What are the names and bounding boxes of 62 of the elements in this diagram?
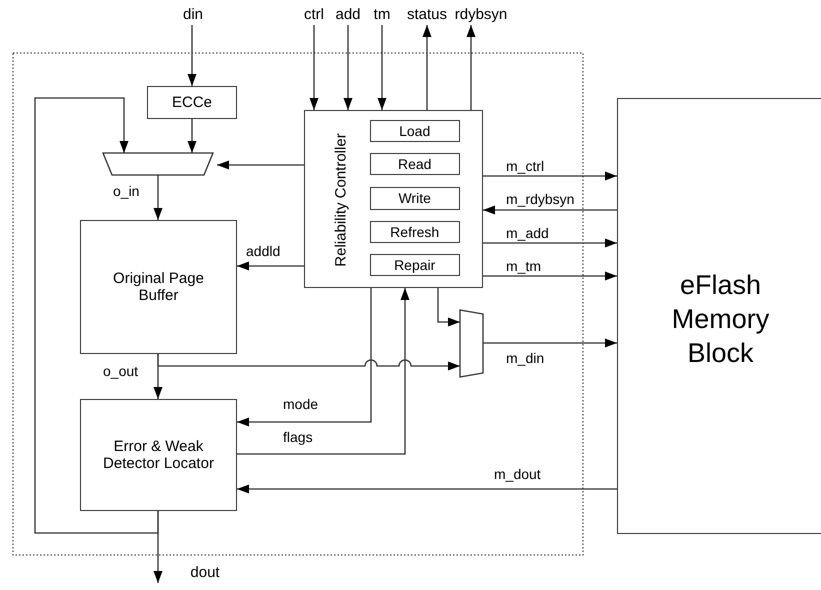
- mode-box: [370, 120, 460, 142]
- signal-arrow: [154, 175, 162, 220]
- signal-arrow: [154, 511, 162, 583]
- memory-block: [617, 98, 821, 534]
- signal-arrow: [237, 484, 617, 494]
- block-label: Error & Weak Detector Locator: [102, 438, 215, 472]
- block-box: [304, 110, 483, 288]
- block-label: Repair: [394, 256, 436, 273]
- block-box: [147, 86, 237, 119]
- edge-label: o_in: [112, 184, 140, 200]
- signal-label: ctrl: [303, 6, 325, 24]
- block-box: [80, 220, 237, 354]
- edge-label: mode: [282, 397, 320, 412]
- block-label: Refresh: [390, 224, 440, 240]
- edge-label: flags: [282, 430, 314, 446]
- signal-arrow: [188, 25, 196, 86]
- mode-box: [370, 152, 460, 175]
- block-label: ECCe: [172, 94, 212, 112]
- block-box: [80, 399, 237, 511]
- signal-arrow: [344, 25, 352, 110]
- edge-label: addld: [245, 244, 282, 260]
- signal-arrow: [483, 338, 617, 348]
- multiplexer-symbol: [460, 310, 483, 377]
- signal-arrow: [157, 354, 460, 370]
- block-label: eFlash Memory Block: [670, 269, 770, 370]
- signal-arrow: [310, 25, 318, 110]
- edge-label: m_ctrl: [505, 159, 546, 174]
- signal-arrow: [237, 288, 372, 426]
- mode-box: [370, 254, 460, 276]
- mode-box: [370, 220, 460, 243]
- block-label: Reliability Controller: [332, 133, 350, 267]
- signal-arrow: [483, 272, 617, 280]
- edge-label: m_din: [505, 351, 546, 366]
- block-label: Write: [398, 190, 431, 206]
- signal-arrow: [217, 160, 304, 170]
- signal-label: status: [406, 6, 448, 24]
- multiplexer-symbol: [103, 153, 213, 175]
- signal-label: dout: [189, 564, 221, 582]
- signal-arrow: [466, 25, 476, 110]
- signal-arrow: [378, 25, 386, 110]
- signal-label: din: [182, 6, 204, 24]
- signal-arrow: [34, 97, 159, 534]
- signal-arrow: [237, 288, 410, 455]
- signal-label: tm: [372, 6, 392, 24]
- signal-arrow: [483, 206, 617, 214]
- edge-label: m_add: [505, 226, 550, 242]
- edge-label: m_rdybsyn: [505, 192, 576, 208]
- signal-label: add: [334, 6, 362, 24]
- signal-arrow: [483, 238, 617, 248]
- signal-label: rdybsyn: [454, 6, 508, 24]
- edge-label: m_tm: [505, 259, 542, 274]
- block-label: Read: [398, 156, 432, 172]
- signal-arrow: [483, 172, 617, 180]
- mode-box: [370, 186, 460, 210]
- signal-arrow: [188, 119, 196, 153]
- signal-arrow: [437, 288, 460, 326]
- block-label: Load: [399, 122, 430, 139]
- edge-label: o_out: [102, 364, 140, 380]
- block-label: Original Page Buffer: [112, 270, 205, 304]
- signal-arrow: [237, 262, 304, 270]
- edge-label: m_dout: [493, 467, 542, 482]
- signal-arrow: [422, 25, 432, 110]
